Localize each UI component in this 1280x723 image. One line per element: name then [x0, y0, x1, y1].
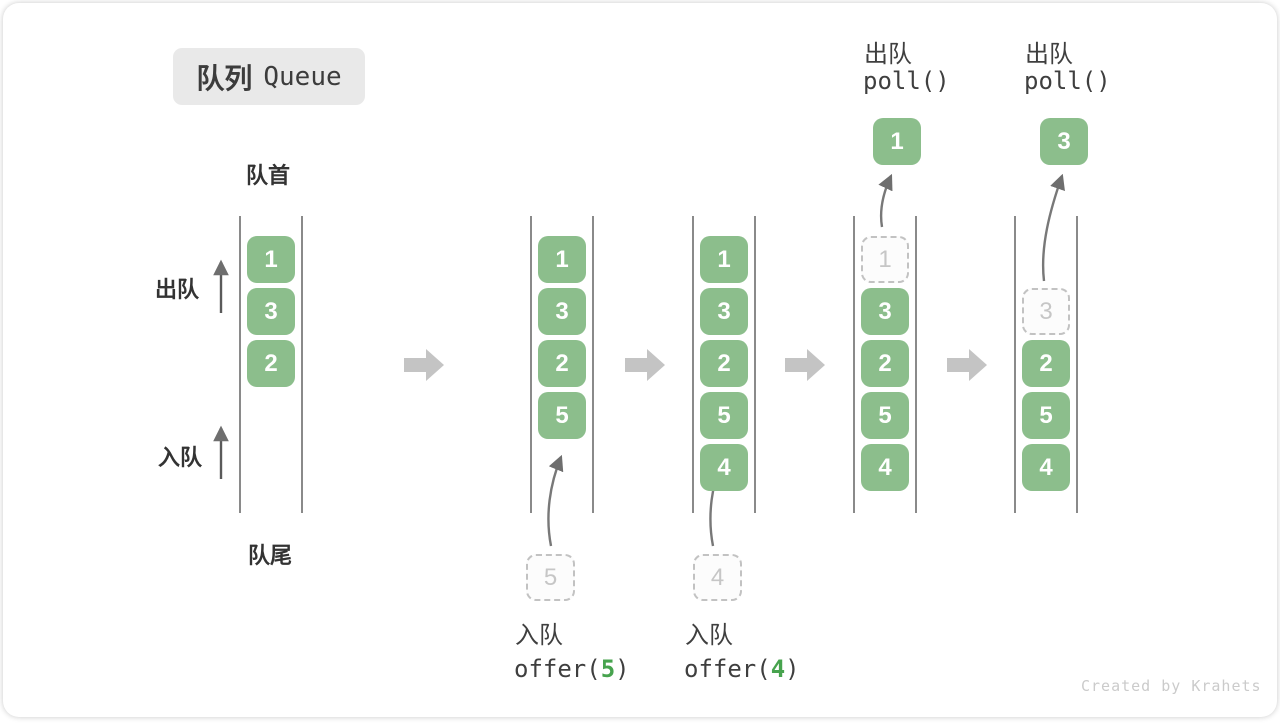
incoming-item-ghost: 4 — [693, 554, 742, 601]
queue-item: 2 — [247, 340, 295, 387]
queue-rear-label: 队尾 — [248, 543, 293, 568]
title-zh: 队列 — [196, 62, 253, 94]
queue-item: 5 — [861, 392, 909, 439]
poll-1-arrow-icon — [878, 173, 893, 228]
state-transition-arrow-icon — [947, 349, 987, 381]
watermark-credit: Created by Krahets — [1081, 677, 1262, 695]
queue-item: 3 — [538, 288, 586, 335]
polled-item: 3 — [1040, 118, 1088, 165]
queue-item: 1 — [538, 236, 586, 283]
enqueue-op-label: 入队 — [515, 622, 563, 649]
queue-item: 4 — [700, 444, 748, 491]
queue-item: 2 — [538, 340, 586, 387]
poll-op-code: poll() — [1024, 67, 1111, 95]
state-transition-arrow-icon — [404, 349, 444, 381]
enqueue-op-label: 入队 — [685, 622, 733, 649]
code-post: ) — [785, 655, 800, 683]
state-transition-arrow-icon — [625, 349, 665, 381]
dequeue-side-label: 出队 — [155, 277, 200, 302]
poll-op-label: 出队 — [1025, 41, 1073, 68]
queue-front-label: 队首 — [246, 163, 291, 188]
poll-op-code: poll() — [863, 67, 950, 95]
polled-item: 1 — [873, 118, 921, 165]
enqueue-side-label: 入队 — [158, 445, 203, 470]
queue-item: 4 — [861, 444, 909, 491]
code-arg: 4 — [770, 655, 786, 683]
poll-3-arrow-icon — [1041, 173, 1065, 282]
queue-item: 3 — [700, 288, 748, 335]
code-arg: 5 — [600, 655, 616, 683]
title-chip: 队列 Queue — [173, 48, 365, 105]
diagram-lines-overlay — [213, 173, 1078, 547]
incoming-item-ghost: 5 — [526, 554, 575, 601]
queue-item: 5 — [700, 392, 748, 439]
queue-item: 2 — [861, 340, 909, 387]
queue-item: 4 — [1022, 444, 1070, 491]
removed-item-ghost: 3 — [1022, 288, 1070, 335]
title-en: Queue — [263, 61, 342, 92]
enqueue-op-code: offer(4) — [684, 655, 800, 683]
code-pre: offer( — [684, 655, 771, 683]
removed-item-ghost: 1 — [861, 236, 909, 283]
queue-item: 1 — [700, 236, 748, 283]
queue-item: 2 — [700, 340, 748, 387]
queue-item: 5 — [1022, 392, 1070, 439]
state-transition-arrow-icon — [785, 349, 825, 381]
poll-op-label: 出队 — [864, 41, 912, 68]
enqueue-op-code: offer(5) — [514, 655, 630, 683]
queue-item: 3 — [247, 288, 295, 335]
diagram-card: 队列 Queue 队首 队尾 出队 入队 1 3 2 1 3 2 5 5 入队 … — [3, 3, 1277, 717]
queue-item: 3 — [861, 288, 909, 335]
code-pre: offer( — [514, 655, 601, 683]
enqueue-5-arrow-icon — [547, 454, 564, 547]
code-post: ) — [615, 655, 630, 683]
queue-item: 5 — [538, 392, 586, 439]
queue-item: 2 — [1022, 340, 1070, 387]
queue-item: 1 — [247, 236, 295, 283]
